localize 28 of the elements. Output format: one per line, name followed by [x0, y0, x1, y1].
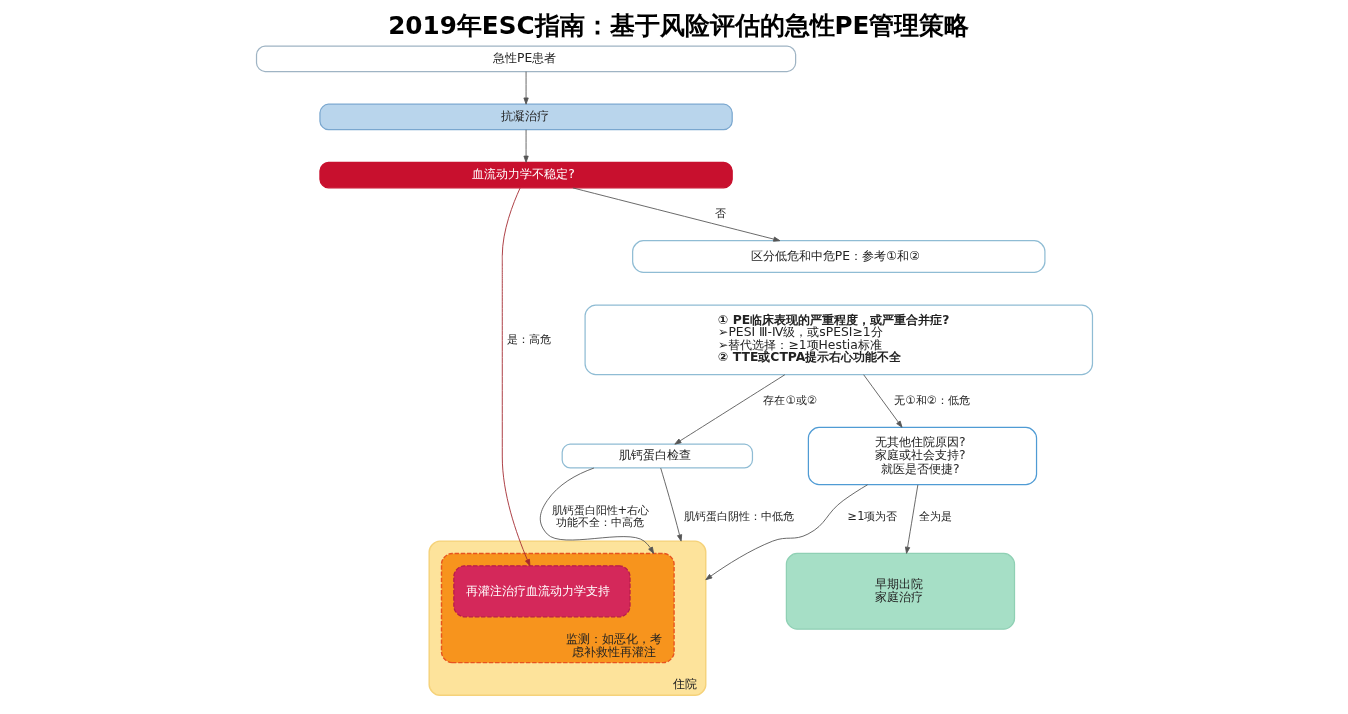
node-box: 肌钙蛋白检查	[561, 443, 753, 469]
arrow	[501, 187, 530, 567]
node-box: 再灌注治疗血流动力学支持	[452, 565, 631, 618]
edge-label: 存在①或②	[762, 393, 817, 408]
arrow	[904, 484, 918, 554]
arrow	[659, 467, 682, 542]
arrow	[522, 129, 529, 163]
edge-label: 否	[714, 206, 726, 221]
edge-label: 肌钙蛋白阴性：中低危	[683, 509, 794, 524]
edge-label: ≥1项为否	[847, 509, 897, 524]
node-box: 早期出院家庭治疗	[785, 552, 1015, 630]
edge-label: 全为是	[918, 509, 952, 524]
arrow	[673, 374, 785, 445]
edge-label: 是：高危	[506, 331, 551, 346]
arrow	[862, 374, 902, 428]
arrow	[704, 484, 868, 581]
node-box: 区分低危和中危PE：参考①和②	[631, 240, 1046, 274]
node-box: 急性PE患者	[255, 45, 796, 73]
arrow	[539, 467, 654, 554]
node-box: 无其他住院原因?家庭或社会支持?就医是否便捷?	[807, 426, 1037, 486]
arrow	[571, 187, 780, 242]
node-box: 血流动力学不稳定?	[318, 161, 733, 189]
arrow	[522, 71, 529, 105]
node-box: ① PE临床表现的严重程度，或严重合并症? ➢PESI Ⅲ-Ⅳ级，或sPESI≥1分 ➢替代选择：≥1项Hestia标准 ② TTE或CTPA提示右心功能不全	[583, 304, 1093, 376]
edge-label: 肌钙蛋白阳性+右心功能不全：中高危	[551, 503, 649, 530]
edge-label: 无①和②：低危	[893, 393, 970, 408]
node-box: 抗凝治疗	[318, 103, 733, 131]
diagram-title: 2019年ESC指南：基于风险评估的急性PE管理策略	[387, 11, 969, 41]
